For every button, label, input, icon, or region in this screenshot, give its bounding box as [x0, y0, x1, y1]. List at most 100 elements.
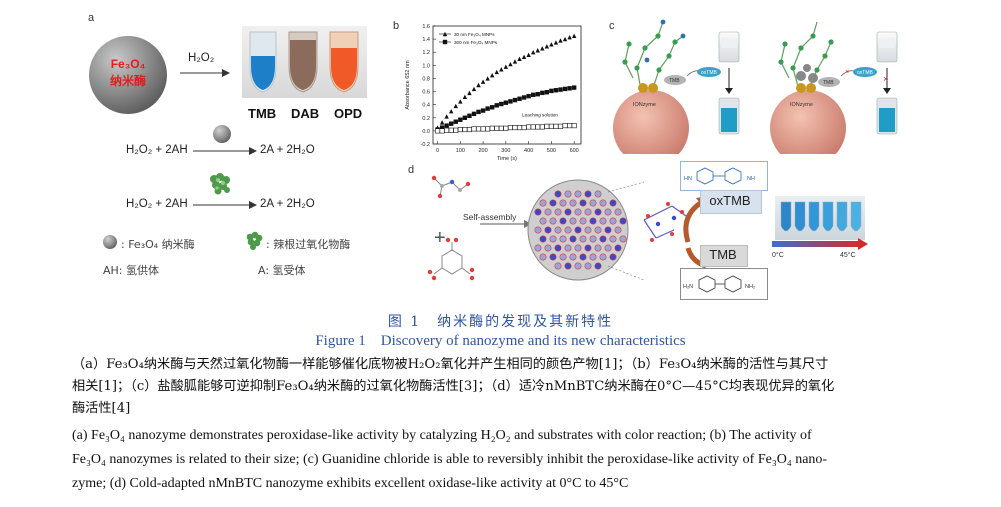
data-point-series-1: [558, 87, 563, 92]
data-point-series-0: [535, 48, 540, 53]
data-point-series-2: [526, 124, 532, 130]
x-tick-label: 500: [547, 148, 556, 154]
svg-text:HN: HN: [684, 176, 692, 182]
sphere-label-formula: Fe₃O₄: [110, 57, 146, 71]
mof-node: [534, 244, 542, 252]
x-tick-label: 0: [436, 148, 439, 154]
hrp-protein-icon: [210, 173, 230, 195]
mof-node: [589, 199, 597, 207]
data-point-series-2: [521, 125, 527, 131]
equation-1-arrow: [193, 147, 257, 155]
mof-node: [564, 190, 572, 198]
mof-node: [554, 208, 562, 216]
mof-node: [574, 244, 582, 252]
x-tick-label: 300: [501, 148, 510, 154]
mof-node: [614, 226, 622, 234]
temperature-vials-photo: [775, 196, 865, 240]
data-point-series-0: [530, 50, 536, 55]
data-point-series-1: [471, 111, 477, 117]
data-point-series-0: [444, 114, 449, 119]
mof-node: [579, 235, 587, 243]
tube-label-tmb: TMB: [248, 106, 277, 121]
x-tick-label: 400: [524, 148, 533, 154]
data-point-series-0: [508, 61, 513, 67]
data-point-series-0: [558, 38, 563, 43]
temp-low-label: 0°C: [772, 252, 784, 259]
legend-marker: [442, 39, 448, 45]
data-point-series-0: [490, 72, 495, 78]
data-point-series-0: [512, 59, 518, 64]
data-point-series-1: [567, 86, 572, 91]
figure-title-en: Figure 1 Discovery of nanozyme and its n…: [315, 333, 686, 349]
svg-text:TMB: TMB: [669, 78, 680, 84]
mof-node: [539, 199, 547, 207]
data-point-series-2: [535, 124, 541, 130]
temperature-vial: [822, 201, 834, 232]
data-point-series-2: [503, 125, 509, 131]
temperature-vial: [780, 201, 792, 232]
mof-node: [579, 217, 587, 225]
figure-title-zh: 图 1 纳米酶的发现及其新特性: [387, 314, 614, 330]
legend-hrp-icon: [246, 231, 263, 250]
mof-node: [609, 253, 617, 261]
data-point-series-2: [439, 128, 445, 134]
mof-node: [564, 208, 572, 216]
legend-fe3o4-sphere-icon: [103, 235, 117, 249]
mof-node: [584, 226, 592, 234]
data-point-series-0: [521, 54, 527, 60]
caption-zh-line-1: （a）Fe₃O₄纳米酶与天然过氧化物酶一样能够催化底物被H₂O₂氧化并产生相同的…: [72, 357, 829, 372]
data-point-series-2: [494, 125, 500, 131]
y-tick-label: 0.4: [422, 103, 430, 109]
data-point-series-0: [526, 52, 531, 58]
mof-node: [599, 253, 607, 261]
mof-node: [564, 262, 572, 270]
data-point-series-1: [499, 101, 504, 107]
legend-entry: 30 nm Fe₃O₄ MNPs: [454, 32, 495, 37]
legend-marker: [442, 31, 448, 37]
data-point-series-2: [553, 123, 559, 129]
tubes-photo: [242, 26, 367, 98]
data-point-series-1: [517, 96, 522, 101]
svg-text:oxTMB: oxTMB: [857, 70, 874, 76]
mof-node: [554, 190, 562, 198]
data-point-series-2: [453, 127, 459, 133]
mof-node: [594, 244, 602, 252]
equation-1-right: 2A + 2H₂O: [260, 144, 315, 156]
data-point-series-1: [526, 93, 531, 99]
mof-node: [619, 235, 627, 243]
mof-node: [554, 244, 562, 252]
data-point-series-1: [494, 103, 499, 108]
tmb-label: TMB: [709, 247, 737, 262]
data-point-series-1: [439, 125, 445, 130]
svg-text:NH: NH: [747, 176, 755, 182]
tube-label-dab: DAB: [291, 106, 320, 121]
data-point-series-0: [544, 44, 550, 49]
mof-node: [544, 244, 552, 252]
data-point-series-1: [508, 99, 513, 104]
temperature-vial: [794, 201, 806, 232]
mof-node: [599, 235, 607, 243]
caption-zh-line-3: 酶活性[4]: [72, 401, 131, 416]
data-point-series-1: [503, 100, 509, 105]
data-point-series-1: [458, 117, 463, 122]
mof-node: [574, 190, 582, 198]
data-point-series-0: [499, 67, 504, 72]
mof-node: [544, 208, 552, 216]
data-point-series-1: [544, 90, 550, 95]
data-point-series-2: [517, 125, 523, 131]
mof-node: [549, 217, 557, 225]
oxtmb-label-box: [700, 190, 762, 214]
mof-node: [614, 208, 622, 216]
legend-a-text: A: 氢受体: [258, 264, 306, 277]
data-point-series-2: [512, 125, 518, 131]
mof-node: [604, 226, 612, 234]
mof-node: [604, 208, 612, 216]
temp-high-label: 45°C: [840, 252, 856, 259]
svg-text:oxTMB: oxTMB: [701, 70, 718, 76]
data-point-series-2: [466, 127, 472, 133]
self-assembly-label: Self-assembly: [463, 212, 517, 222]
equation-2-arrow: [193, 201, 257, 209]
oxtmb-structure-box: HN NH: [680, 161, 768, 191]
data-point-series-2: [530, 124, 536, 130]
